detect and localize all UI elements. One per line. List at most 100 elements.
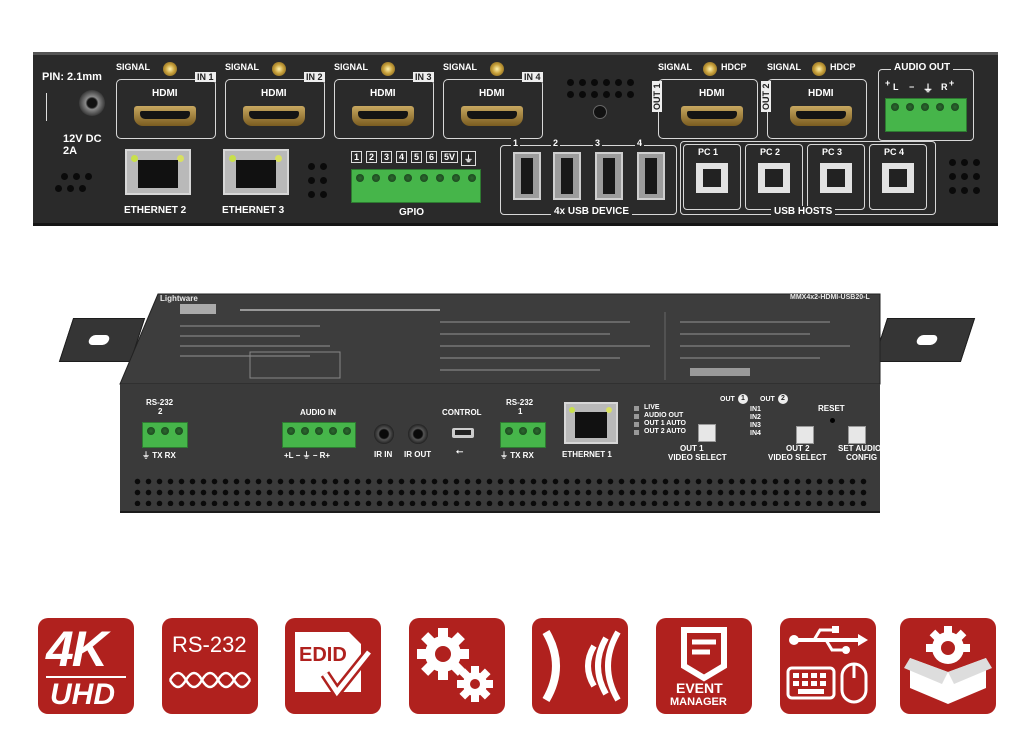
signal-label: SIGNAL: [225, 62, 260, 72]
ethernet-2-label: ETHERNET 2: [124, 205, 187, 216]
rear-panel-photo: PIN: 2.1mm 12V DC 2A SIGNAL HDMI IN 1 SI…: [33, 52, 998, 226]
gpio-pin: 3: [381, 151, 393, 163]
center-vent: [563, 75, 643, 135]
signal-led: [272, 62, 286, 76]
rs232-2-pins: ⏚ TX RX: [142, 451, 176, 460]
out-header: OUT: [760, 396, 775, 403]
rs232-1-number: 1: [518, 407, 523, 416]
gpio-pin: 2: [366, 151, 378, 163]
hdmi-input-4: SIGNAL HDMI IN 4: [443, 62, 543, 139]
led-label: AUDIO OUT: [644, 412, 684, 419]
audio-in-label: AUDIO IN: [300, 408, 336, 417]
out1-video-select-button[interactable]: [698, 424, 716, 442]
usb-a-port: [595, 152, 623, 200]
model-label: MMX4x2-HDMI-USB20-L: [790, 294, 870, 301]
input-label: IN 4: [522, 72, 543, 82]
hdmi-label: HDMI: [699, 88, 725, 99]
gpio-pin: 5V: [441, 151, 459, 163]
gpio-pin: ⏚: [461, 151, 477, 166]
gpio-pin: 5: [411, 151, 423, 163]
ir-icon: [532, 618, 628, 714]
input-led-label: IN2: [750, 414, 761, 421]
signal-led: [381, 62, 395, 76]
rs232-text: RS-232: [172, 632, 247, 657]
pin-label: ⏚: [923, 84, 933, 95]
signal-led: [703, 62, 717, 76]
set-audio-config-button[interactable]: [848, 426, 866, 444]
gpio-pin: 4: [396, 151, 408, 163]
led-label: OUT 2 AUTO: [644, 428, 687, 435]
hdmi-input-1: SIGNAL HDMI IN 1: [116, 62, 216, 139]
event-manager-icon: EVENT MANAGER: [656, 618, 752, 714]
usb-host-pc1: PC 1: [683, 144, 741, 210]
manager-text: MANAGER: [670, 696, 727, 708]
usb-symbol-icon: ⭠: [456, 446, 464, 456]
hdcp-label: HDCP: [721, 62, 747, 72]
hdmi-port: [461, 106, 523, 126]
front-vent-grille: [132, 476, 868, 506]
audio-out-terminal: [885, 98, 967, 132]
hdcp-label: HDCP: [830, 62, 856, 72]
rs232-2-number: 2: [158, 407, 163, 416]
gpio-pin: 6: [426, 151, 438, 163]
audio-out-section: AUDIO OUT + L − ⏚ + R: [878, 62, 974, 141]
usb-a-port: [513, 152, 541, 200]
hdmi-input-2: SIGNAL HDMI IN 2: [225, 62, 325, 139]
usb-number: 1: [511, 138, 521, 148]
hdmi-port: [352, 106, 414, 126]
led-label: LIVE: [644, 404, 660, 411]
signal-label: SIGNAL: [443, 62, 478, 72]
usb-host-pc2: PC 2: [745, 144, 803, 210]
device-top-surface: [119, 293, 881, 385]
input-label: IN 3: [413, 72, 434, 82]
usb-hosts-label: USB HOSTS: [771, 206, 836, 217]
signal-label: SIGNAL: [658, 62, 693, 72]
reset-pinhole[interactable]: [830, 418, 835, 423]
control-label: CONTROL: [442, 408, 482, 417]
hdmi-label: HDMI: [808, 88, 834, 99]
video-select-label: VIDEO SELECT: [768, 453, 827, 462]
ethernet-1-port: [564, 402, 618, 444]
pin-label: R: [941, 82, 948, 92]
hdmi-label: HDMI: [370, 88, 396, 99]
power-voltage-label: 12V DC: [63, 133, 102, 145]
input-label: IN 1: [195, 72, 216, 82]
signal-led: [490, 62, 504, 76]
ethernet-2-port: [125, 149, 191, 195]
event-text: EVENT: [676, 680, 723, 696]
rs232-1-label: RS-232: [506, 398, 534, 407]
brand-label: Lightware: [160, 294, 198, 303]
pin-label: +: [949, 78, 955, 88]
pin-label: −: [909, 82, 915, 92]
reset-label: RESET: [818, 404, 845, 413]
pin-size-label: PIN: 2.1mm: [42, 71, 102, 83]
audio-in-pins: +L − ⏚ − R+: [284, 451, 331, 460]
audio-out-label: AUDIO OUT: [891, 62, 954, 73]
rs232-2-label: RS-232: [146, 398, 174, 407]
pc-label: PC 1: [698, 147, 719, 157]
usb-device-section: 1 2 3 4 4x USB DEVICE: [500, 138, 677, 217]
gpio-label: GPIO: [399, 207, 425, 218]
input-led-label: IN3: [750, 422, 761, 429]
ethernet-3-label: ETHERNET 3: [222, 205, 285, 216]
out2-video-select-button[interactable]: [796, 426, 814, 444]
hdmi-label: HDMI: [261, 88, 287, 99]
hdmi-port: [243, 106, 305, 126]
signal-label: SIGNAL: [116, 62, 151, 72]
uhd-text: UHD: [50, 678, 115, 711]
usb-a-port: [553, 152, 581, 200]
signal-label: SIGNAL: [334, 62, 369, 72]
hdmi-port: [134, 106, 196, 126]
hdmi-port: [681, 106, 743, 126]
out2-label: OUT 2: [786, 444, 810, 453]
usb-host-pc3: PC 3: [807, 144, 865, 210]
gears-icon: [409, 618, 505, 714]
ir-out-jack: [408, 424, 428, 444]
output-label: OUT 2: [761, 81, 771, 112]
mini-usb-port: [452, 428, 474, 438]
led-indicator: [634, 430, 639, 435]
out-number-badge: 2: [778, 394, 788, 404]
out-header: OUT: [720, 396, 735, 403]
hdmi-input-3: SIGNAL HDMI IN 3: [334, 62, 434, 139]
hdmi-label: HDMI: [479, 88, 505, 99]
